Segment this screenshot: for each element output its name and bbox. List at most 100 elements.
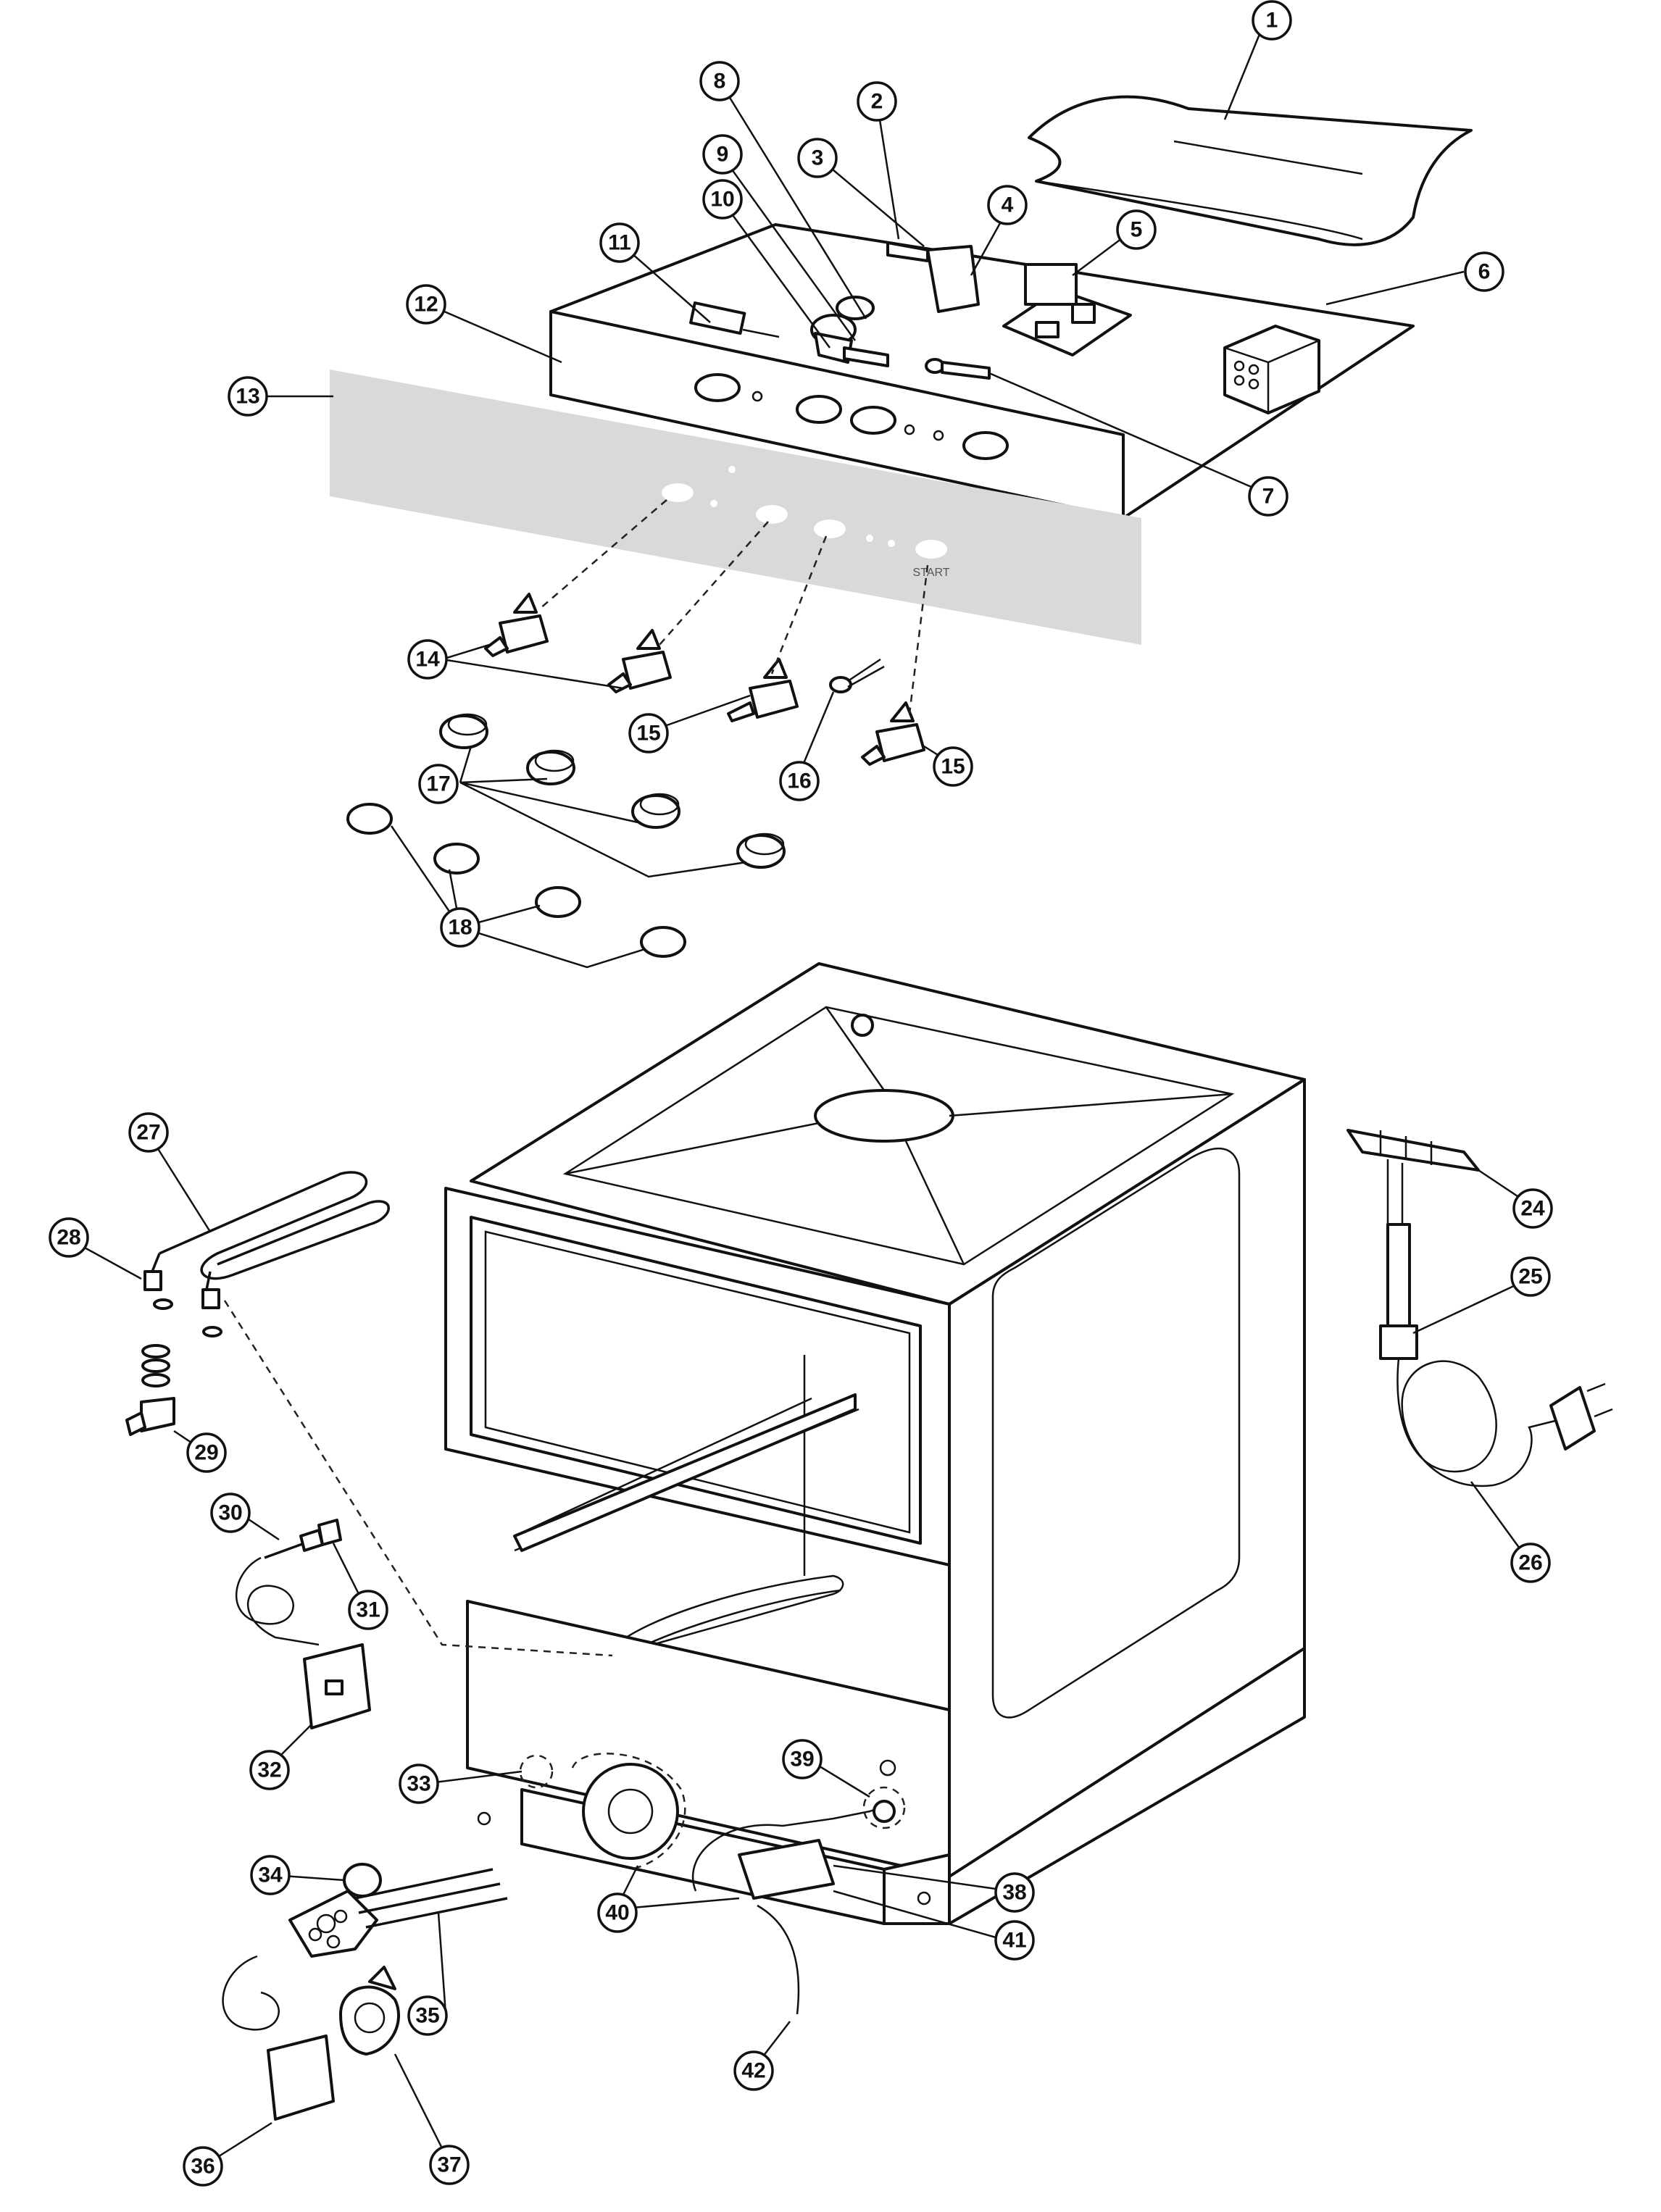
svg-text:37: 37: [437, 2153, 461, 2177]
callout-33: 33: [399, 1764, 439, 1804]
heater-fitting-part: [125, 1344, 175, 1436]
rinse-pump-part: [571, 1753, 686, 1871]
dishwasher-cabinet: [444, 962, 1306, 1925]
callout-42: 42: [733, 2050, 774, 2091]
svg-text:7: 7: [1262, 485, 1275, 509]
callout-41: 41: [994, 1920, 1035, 1961]
terminal-block-part: [1223, 325, 1320, 414]
callout-36: 36: [183, 2146, 223, 2187]
button-caps-17: [439, 713, 786, 869]
top-cover-part: [1028, 95, 1473, 246]
push-switch-1: [484, 593, 549, 657]
svg-text:32: 32: [257, 1758, 281, 1782]
immersion-heater-part: [222, 1863, 508, 2121]
svg-text:28: 28: [57, 1226, 80, 1250]
start-label: START: [913, 567, 950, 579]
svg-text:25: 25: [1518, 1265, 1542, 1289]
program-selector-part: [689, 301, 780, 338]
svg-text:40: 40: [605, 1901, 629, 1925]
callout-16: 16: [779, 761, 820, 801]
svg-text:1: 1: [1266, 9, 1278, 33]
callout-15b: 15: [933, 746, 973, 787]
svg-text:6: 6: [1478, 260, 1491, 284]
svg-text:2: 2: [871, 90, 883, 114]
callout-15a: 15: [628, 713, 669, 754]
svg-text:38: 38: [1002, 1881, 1026, 1905]
svg-text:16: 16: [787, 769, 811, 793]
svg-text:3: 3: [812, 146, 824, 170]
svg-text:27: 27: [136, 1121, 160, 1145]
indicator-lamp-part: [829, 658, 885, 693]
thermostat-part: [235, 1519, 371, 1729]
svg-text:8: 8: [714, 70, 726, 93]
svg-text:29: 29: [194, 1441, 218, 1465]
svg-text:5: 5: [1131, 218, 1143, 242]
callout-38: 38: [994, 1872, 1035, 1913]
svg-text:33: 33: [407, 1772, 430, 1796]
svg-text:15: 15: [941, 755, 965, 779]
circuit-board-part: [1002, 263, 1132, 356]
push-switch-3: [727, 658, 799, 722]
callout-4: 4: [987, 185, 1028, 225]
svg-text:18: 18: [448, 916, 472, 940]
callout-9: 9: [702, 134, 743, 175]
callout-28: 28: [49, 1217, 89, 1258]
svg-text:41: 41: [1002, 1929, 1026, 1953]
callout-11: 11: [599, 222, 640, 263]
callout-26: 26: [1510, 1543, 1551, 1583]
svg-text:11: 11: [608, 231, 631, 255]
push-switch-2: [607, 629, 672, 693]
solenoid-valve-part: [691, 1800, 896, 2015]
callout-7: 7: [1248, 476, 1289, 517]
callout-17: 17: [418, 764, 459, 804]
button-caps-18: [346, 803, 686, 958]
svg-text:4: 4: [1002, 193, 1014, 217]
pressure-switch-part: [810, 296, 889, 367]
callout-40: 40: [597, 1892, 638, 1933]
svg-text:14: 14: [415, 648, 440, 672]
svg-text:26: 26: [1518, 1551, 1542, 1575]
svg-text:42: 42: [741, 2059, 765, 2083]
svg-text:24: 24: [1520, 1197, 1545, 1221]
callout-14: 14: [407, 639, 448, 680]
fascia-panel: START: [330, 370, 1141, 645]
heating-element-part: [143, 1171, 390, 1337]
callout-8: 8: [699, 61, 740, 101]
power-cord-assembly: [1346, 1129, 1613, 1487]
callout-32: 32: [249, 1750, 290, 1790]
svg-text:10: 10: [710, 188, 734, 212]
callout-2: 2: [857, 81, 897, 122]
callout-27: 27: [128, 1112, 169, 1153]
svg-text:30: 30: [218, 1501, 242, 1525]
callout-13: 13: [228, 376, 268, 417]
callout-5: 5: [1116, 209, 1157, 250]
callout-35: 35: [407, 1995, 448, 2036]
svg-text:9: 9: [717, 143, 729, 167]
svg-text:17: 17: [426, 772, 450, 796]
svg-text:39: 39: [790, 1748, 814, 1771]
svg-text:35: 35: [415, 2004, 439, 2028]
callout-6: 6: [1464, 251, 1504, 292]
callout-1: 1: [1252, 0, 1292, 41]
callout-25: 25: [1510, 1256, 1551, 1297]
callout-3: 3: [797, 138, 838, 178]
callout-24: 24: [1512, 1188, 1553, 1229]
callout-39: 39: [782, 1739, 823, 1779]
callout-34: 34: [250, 1855, 291, 1895]
svg-text:36: 36: [191, 2155, 215, 2179]
svg-text:34: 34: [258, 1863, 283, 1887]
fuse-holder-part: [925, 358, 991, 380]
callout-10: 10: [702, 179, 743, 220]
relay-part: [886, 241, 980, 313]
svg-text:15: 15: [636, 722, 660, 746]
callout-18: 18: [440, 907, 480, 948]
callout-31: 31: [348, 1590, 388, 1630]
svg-text:12: 12: [414, 293, 438, 317]
callout-12: 12: [406, 284, 446, 325]
svg-text:31: 31: [356, 1598, 380, 1622]
callout-29: 29: [186, 1432, 227, 1473]
callout-30: 30: [210, 1493, 251, 1533]
push-switch-4: [861, 701, 925, 766]
svg-text:13: 13: [236, 385, 259, 409]
